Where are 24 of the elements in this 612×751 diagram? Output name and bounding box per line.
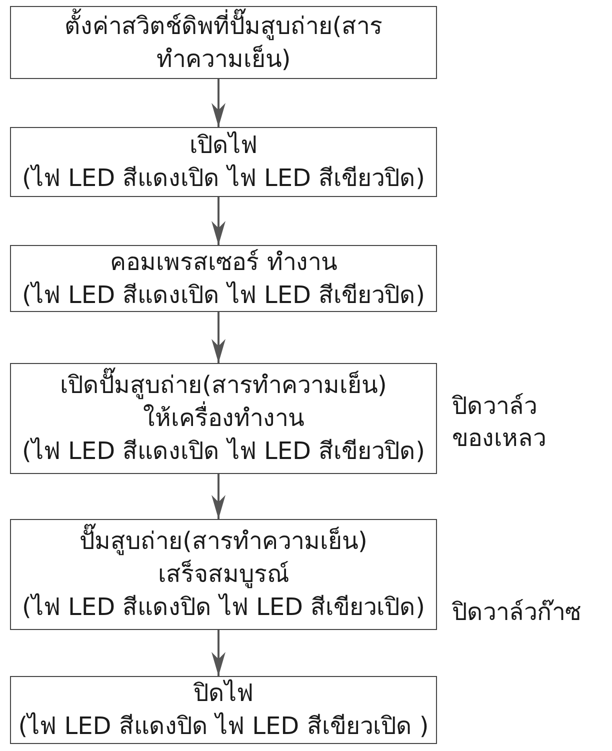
process-box [10, 6, 437, 79]
process-box [10, 127, 437, 197]
step-text: เปิดไฟ [190, 130, 258, 161]
process-box [10, 245, 437, 312]
arrow [212, 630, 226, 676]
process-box [10, 676, 437, 744]
step-text: ปั๊มสูบถ่าย(สารทำความเย็น)เสร็จสมบูรณ์ [77, 525, 370, 591]
process-box [10, 519, 437, 630]
arrow [212, 79, 226, 127]
process-box [10, 363, 437, 474]
led-status-text: (ไฟ LED สีแดงเปิด ไฟ LED สีเขียวปิด) [22, 280, 425, 310]
led-status-text: (ไฟ LED สีแดงเปิด ไฟ LED สีเขียวปิด) [22, 436, 425, 467]
side-note: ปิดวาล์วของเหลว [452, 391, 547, 454]
arrow [212, 197, 226, 245]
step-text: เปิดปั๊มสูบถ่าย(สารทำความเย็น)ให้เครื่องทำงาน [58, 369, 388, 435]
led-status-text: (ไฟ LED สีแดงเปิด ไฟ LED สีเขียวปิด) [22, 163, 425, 194]
side-note: ปิดวาล์วก๊าซ [452, 597, 582, 628]
step-text: ปิดไฟ [194, 678, 254, 709]
step-text: ตั้งค่าสวิตช์ดิพที่ปั๊มสูบถ่าย(สารทำความเย็น) [51, 10, 396, 76]
arrow [212, 312, 226, 363]
led-status-text: (ไฟ LED สีแดงปิด ไฟ LED สีเขียวเปิด ) [18, 711, 429, 742]
step-text: คอมเพรสเซอร์ ทำงาน [110, 246, 337, 278]
led-status-text: (ไฟ LED สีแดงปิด ไฟ LED สีเขียวเปิด) [22, 592, 425, 623]
arrow [212, 474, 226, 519]
